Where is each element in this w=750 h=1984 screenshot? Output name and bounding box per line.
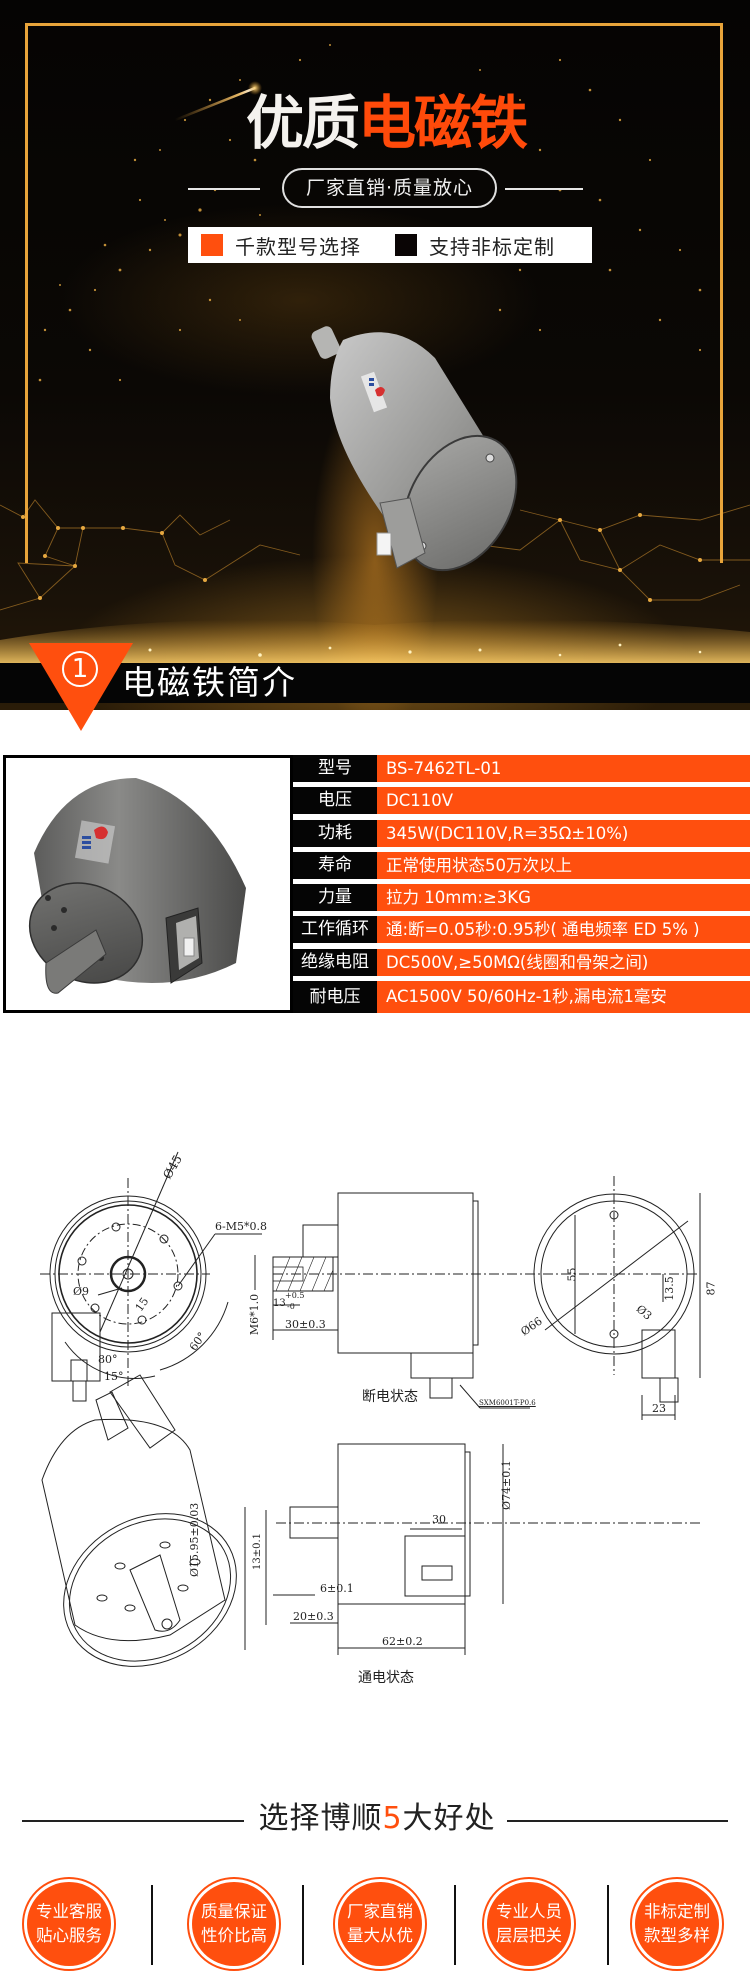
- spec-value: DC500V,≥50MΩ(线圈和骨架之间): [377, 949, 750, 976]
- benefit-line: 贴心服务: [36, 1926, 102, 1945]
- dim-label: 13±0.1: [252, 1532, 263, 1570]
- dim-label: 62±0.2: [382, 1635, 423, 1648]
- spec-value: AC1500V 50/60Hz-1秒,漏电流1毫安: [377, 981, 750, 1013]
- benefit-divider: [607, 1885, 609, 1965]
- state-off-label: 断电状态: [362, 1389, 418, 1405]
- section-title: 电磁铁简介: [122, 663, 297, 702]
- hero-title: 优质电磁铁: [246, 90, 536, 156]
- spec-row-withstand-voltage: 耐电压 AC1500V 50/60Hz-1秒,漏电流1毫安: [293, 981, 750, 1013]
- spec-label: 型号: [293, 755, 377, 782]
- benefit-badge-service: 专业客服贴心服务: [22, 1877, 116, 1971]
- orange-square-icon: [201, 234, 223, 256]
- feature-label: 千款型号选择: [235, 234, 361, 259]
- benefit-line: 性价比高: [201, 1926, 267, 1945]
- spec-row-model: 型号 BS-7462TL-01: [293, 755, 750, 782]
- hero-banner: 优质电磁铁 厂家直销·质量放心 千款型号选择 支持非标定制: [0, 0, 750, 710]
- hero-title-orange: 电磁铁: [358, 89, 528, 157]
- feature-item-models: 千款型号选择: [201, 227, 361, 263]
- dim-label: 6-M5*0.8: [215, 1220, 267, 1233]
- dim-label: 87: [704, 1281, 718, 1296]
- spec-label: 寿命: [293, 852, 377, 879]
- spec-value: 拉力 10mm:≥3KG: [377, 884, 750, 911]
- benefit-line: 非标定制: [644, 1902, 710, 1921]
- dim-label: 30: [432, 1513, 446, 1526]
- technical-drawing: Ø45 6-M5*0.8 Ø9 15 60° 80° 15° M6*1.0 13…: [0, 1130, 750, 1690]
- benefit-divider: [151, 1885, 153, 1965]
- spec-label: 功耗: [293, 820, 377, 847]
- dim-label: 20±0.3: [293, 1610, 334, 1623]
- tagline-pill: 厂家直销·质量放心: [282, 168, 497, 208]
- dim-label: Ø15.95±0.03: [188, 1502, 201, 1577]
- spec-row-insulation: 绝缘电阻 DC500V,≥50MΩ(线圈和骨架之间): [293, 949, 750, 976]
- dim-label: +0.5: [285, 1291, 305, 1300]
- dim-label: 13.5: [662, 1276, 676, 1301]
- benefit-divider: [454, 1885, 456, 1965]
- spec-row-force: 力量 拉力 10mm:≥3KG: [293, 884, 750, 911]
- spec-value: DC110V: [377, 787, 750, 814]
- dim-label: 15°: [104, 1370, 124, 1383]
- spec-row-power: 功耗 345W(DC110V,R=35Ω±10%): [293, 820, 750, 847]
- benefits-left-line: [22, 1820, 244, 1822]
- feature-bar: 千款型号选择 支持非标定制: [188, 227, 592, 263]
- benefit-badge-direct-sale: 厂家直销量大从优: [333, 1877, 427, 1971]
- dim-label: Ø9: [73, 1285, 90, 1298]
- spec-product-image-box: [3, 755, 293, 1013]
- spec-divider: [290, 755, 293, 1013]
- dim-label: 30±0.3: [285, 1318, 326, 1331]
- benefit-line: 质量保证: [201, 1902, 267, 1921]
- tagline-right-line: [505, 188, 583, 190]
- spec-value: BS-7462TL-01: [377, 755, 750, 782]
- spec-label: 力量: [293, 884, 377, 911]
- black-square-icon: [395, 234, 417, 256]
- hero-title-white: 优质: [246, 89, 360, 157]
- section-number: 1: [62, 651, 98, 687]
- spec-row-voltage: 电压 DC110V: [293, 787, 750, 814]
- dim-label: Ø74±0.1: [500, 1460, 513, 1510]
- gold-frame: [25, 23, 723, 563]
- spec-value: 通:断=0.05秒:0.95秒( 通电频率 ED 5% ): [377, 916, 750, 943]
- tagline-left-line: [188, 188, 260, 190]
- benefit-line: 厂家直销: [347, 1902, 413, 1921]
- dimension-drawing-lines: [40, 1151, 701, 1667]
- dim-label: 23: [652, 1402, 666, 1415]
- benefit-line: 层层把关: [496, 1926, 562, 1945]
- spec-value: 正常使用状态50万次以上: [377, 852, 750, 879]
- state-on-label: 通电状态: [358, 1670, 414, 1686]
- feature-item-custom: 支持非标定制: [395, 227, 555, 263]
- solenoid-product-image: [311, 326, 518, 572]
- dim-label: 6±0.1: [320, 1582, 354, 1595]
- benefit-line: 款型多样: [644, 1926, 710, 1945]
- spec-label: 电压: [293, 787, 377, 814]
- benefit-divider: [302, 1885, 304, 1965]
- dim-label: M6*1.0: [248, 1293, 262, 1336]
- benefits-title-post: 大好处: [402, 1801, 496, 1836]
- dim-label: 55: [565, 1267, 579, 1282]
- connector-part-label: SXM6001T-P0.6: [479, 1399, 536, 1407]
- dim-label: 80°: [98, 1353, 118, 1366]
- benefits-right-line: [507, 1820, 728, 1822]
- benefit-badge-custom: 非标定制款型多样: [630, 1877, 724, 1971]
- benefits-title-number: 5: [382, 1801, 403, 1836]
- spec-label: 工作循环: [293, 916, 377, 943]
- spec-label: 耐电压: [293, 981, 377, 1013]
- benefits-title-pre: 选择博顺: [258, 1801, 383, 1836]
- benefit-line: 专业客服: [36, 1902, 102, 1921]
- benefits-title: 选择博顺5大好处: [252, 1800, 502, 1838]
- spec-value: 345W(DC110V,R=35Ω±10%): [377, 820, 750, 847]
- dim-label: -0: [287, 1302, 295, 1311]
- feature-label: 支持非标定制: [429, 234, 555, 259]
- solenoid-product-photo: [28, 778, 246, 994]
- benefit-badge-inspection: 专业人员层层把关: [482, 1877, 576, 1971]
- spec-label: 绝缘电阻: [293, 949, 377, 976]
- benefit-line: 专业人员: [496, 1902, 562, 1921]
- spec-row-duty-cycle: 工作循环 通:断=0.05秒:0.95秒( 通电频率 ED 5% ): [293, 916, 750, 943]
- benefit-line: 量大从优: [347, 1926, 413, 1945]
- spec-row-lifespan: 寿命 正常使用状态50万次以上: [293, 852, 750, 879]
- benefit-badge-quality: 质量保证性价比高: [187, 1877, 281, 1971]
- dim-label: 13: [273, 1298, 286, 1309]
